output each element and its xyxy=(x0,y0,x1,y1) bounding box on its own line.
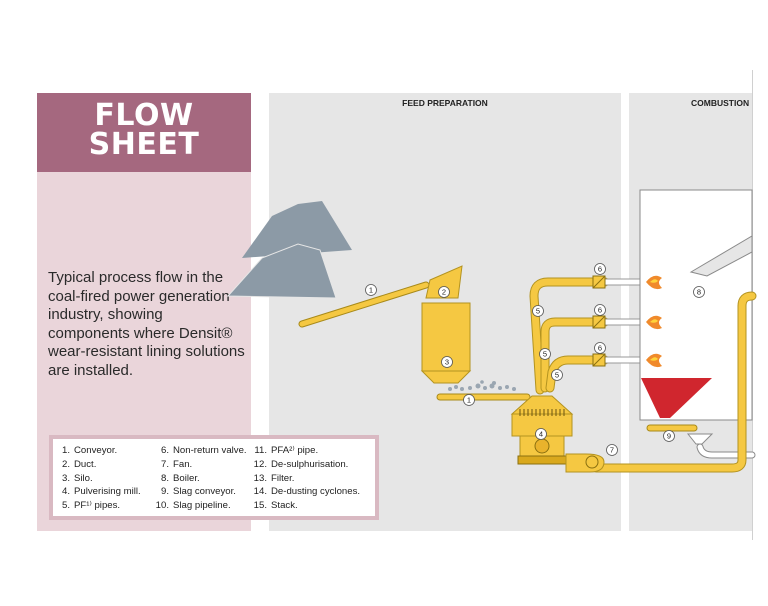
section-title-combustion: COMBUSTION xyxy=(691,98,750,108)
marker-8: 8 xyxy=(693,286,705,298)
svg-text:3: 3 xyxy=(445,358,449,367)
legend-number: 9. xyxy=(160,486,169,497)
marker-5: 5 xyxy=(551,369,563,381)
legend-number: 5. xyxy=(61,500,70,511)
marker-1: 1 xyxy=(365,284,377,296)
slag-hopper xyxy=(641,378,712,418)
coal-pile-back xyxy=(242,201,352,258)
pf-pipes xyxy=(529,277,646,395)
legend-item: 14. De-dusting cyclones. xyxy=(247,486,360,497)
legend-label: Conveyor. xyxy=(74,445,118,456)
non-return-valves xyxy=(592,275,606,367)
svg-text:2: 2 xyxy=(442,288,446,297)
coal-gravel xyxy=(448,380,516,391)
duct xyxy=(425,265,463,299)
legend-number: 11. xyxy=(254,445,267,456)
legend-label: De-dusting cyclones. xyxy=(271,486,361,497)
legend-item: 1. Conveyor. xyxy=(57,445,117,456)
svg-text:7: 7 xyxy=(610,446,614,455)
marker-5: 5 xyxy=(532,305,544,317)
marker-6: 6 xyxy=(594,304,606,316)
svg-text:6: 6 xyxy=(598,306,602,315)
svg-text:9: 9 xyxy=(667,432,671,441)
legend-item: 9. Slag conveyor. xyxy=(152,486,236,497)
legend-label: Non-return valve. xyxy=(173,445,247,456)
svg-text:1: 1 xyxy=(369,286,373,295)
legend-item: 15. Stack. xyxy=(247,500,298,511)
legend-label: Silo. xyxy=(74,473,93,484)
legend-item: 10. Slag pipeline. xyxy=(152,500,231,511)
legend-number: 14. xyxy=(253,486,267,497)
legend-number: 10. xyxy=(155,500,169,511)
marker-2: 2 xyxy=(438,286,450,298)
legend-label: Boiler. xyxy=(173,473,200,484)
marker-3: 3 xyxy=(441,356,453,368)
legend-label: PFA²⁾ pipe. xyxy=(271,445,319,456)
svg-text:5: 5 xyxy=(555,371,559,380)
legend-item: 7. Fan. xyxy=(152,459,192,470)
legend-number: 12. xyxy=(253,459,267,470)
svg-text:1: 1 xyxy=(467,396,471,405)
legend-number: 6. xyxy=(160,445,169,456)
svg-text:5: 5 xyxy=(543,350,547,359)
legend-number: 8. xyxy=(160,473,169,484)
legend-label: Pulverising mill. xyxy=(74,486,141,497)
marker-6: 6 xyxy=(594,263,606,275)
legend-number: 2. xyxy=(61,459,70,470)
legend-item: 13. Filter. xyxy=(247,473,295,484)
legend-item: 12. De-sulphurisation. xyxy=(247,459,349,470)
title-line-2: SHEET xyxy=(88,127,200,162)
marker-7: 7 xyxy=(606,444,618,456)
svg-text:6: 6 xyxy=(598,265,602,274)
legend-label: Duct. xyxy=(74,459,97,470)
legend-number: 7. xyxy=(160,459,169,470)
legend-label: PF¹⁾ pipes. xyxy=(74,500,121,511)
marker-9: 9 xyxy=(663,430,675,442)
pfa-pipeline xyxy=(591,291,757,473)
legend-label: De-sulphurisation. xyxy=(271,459,349,470)
title-block: FLOW SHEET xyxy=(37,93,251,172)
marker-4: 4 xyxy=(535,428,547,440)
coal-pile-front xyxy=(226,243,337,299)
legend-item: 4. Pulverising mill. xyxy=(57,486,141,497)
slag-funnel xyxy=(686,433,714,445)
intro-text: Typical process flow in the coal-fired p… xyxy=(48,269,245,379)
legend-item: 5. PF¹⁾ pipes. xyxy=(57,500,120,511)
legend-number: 3. xyxy=(61,473,70,484)
fan xyxy=(565,453,605,473)
legend-label: Slag pipeline. xyxy=(173,500,231,511)
section-title-feed: FEED PREPARATION xyxy=(402,98,488,108)
marker-1: 1 xyxy=(463,394,475,406)
legend-label: Fan. xyxy=(173,459,193,470)
legend-label: Filter. xyxy=(271,473,295,484)
boiler xyxy=(639,189,753,421)
legend-number: 15. xyxy=(253,500,267,511)
svg-text:8: 8 xyxy=(697,288,701,297)
legend-label: Slag conveyor. xyxy=(173,486,236,497)
legend-number: 4. xyxy=(61,486,70,497)
marker-5: 5 xyxy=(539,348,551,360)
title-line-1: FLOW xyxy=(94,98,194,133)
legend-item: 8. Boiler. xyxy=(152,473,200,484)
marker-6: 6 xyxy=(594,342,606,354)
legend-item: 2. Duct. xyxy=(57,459,96,470)
burner-flames xyxy=(646,275,662,368)
legend-item: 6. Non-return valve. xyxy=(152,445,247,456)
markers: 1 2 3 1 4 5 5 5 6 6 6 7 8 9 xyxy=(365,263,705,456)
svg-text:4: 4 xyxy=(539,430,543,439)
svg-text:5: 5 xyxy=(536,307,540,316)
legend-number: 1. xyxy=(61,445,70,456)
legend-item: 3. Silo. xyxy=(57,473,93,484)
legend xyxy=(49,435,379,520)
legend-item: 11. PFA²⁾ pipe. xyxy=(247,445,318,456)
legend-number: 13. xyxy=(253,473,267,484)
svg-text:6: 6 xyxy=(598,344,602,353)
legend-label: Stack. xyxy=(271,500,298,511)
